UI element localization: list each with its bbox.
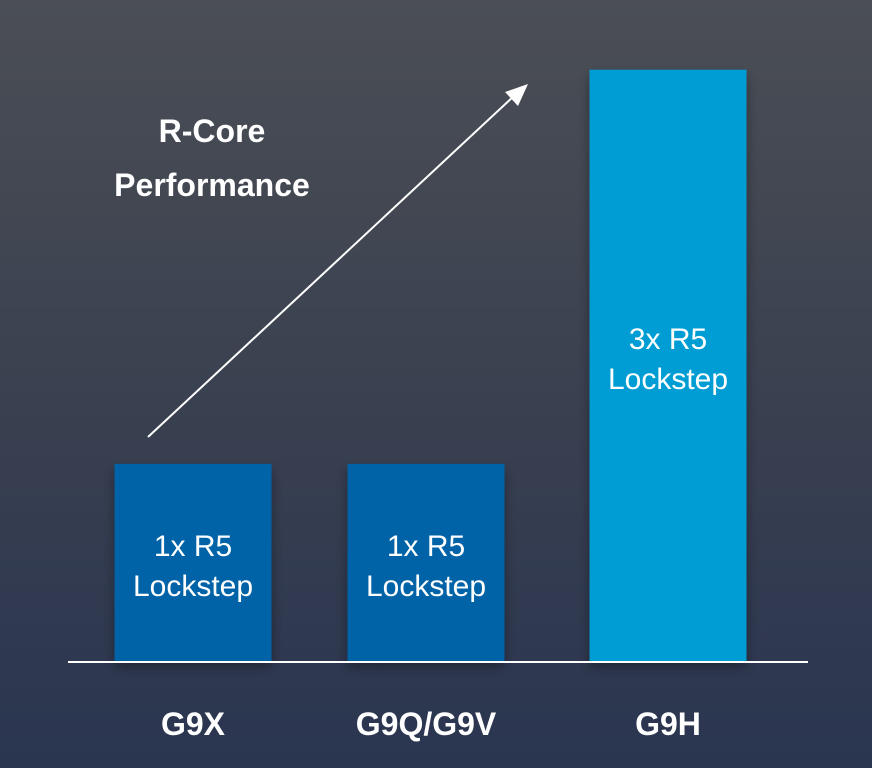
bar-g9x <box>114 463 272 661</box>
bar-data-label: Lockstep <box>608 363 728 396</box>
x-tick-label: G9X <box>161 706 226 742</box>
bar-data-label: 1x R5 <box>154 530 232 563</box>
chart-title-line-1: R-Core <box>159 113 266 149</box>
bar-data-label: Lockstep <box>133 570 253 603</box>
x-tick-label: G9Q/G9V <box>356 706 497 742</box>
bar-data-label: 1x R5 <box>387 530 465 563</box>
bar-data-label: 3x R5 <box>629 323 707 356</box>
chart-title-line-2: Performance <box>114 167 310 203</box>
bar-g9h <box>589 69 747 662</box>
x-tick-label: G9H <box>635 706 701 742</box>
bar-g9q-g9v <box>347 463 505 661</box>
performance-arrow-icon <box>147 84 528 438</box>
bar-data-label: Lockstep <box>366 570 486 603</box>
